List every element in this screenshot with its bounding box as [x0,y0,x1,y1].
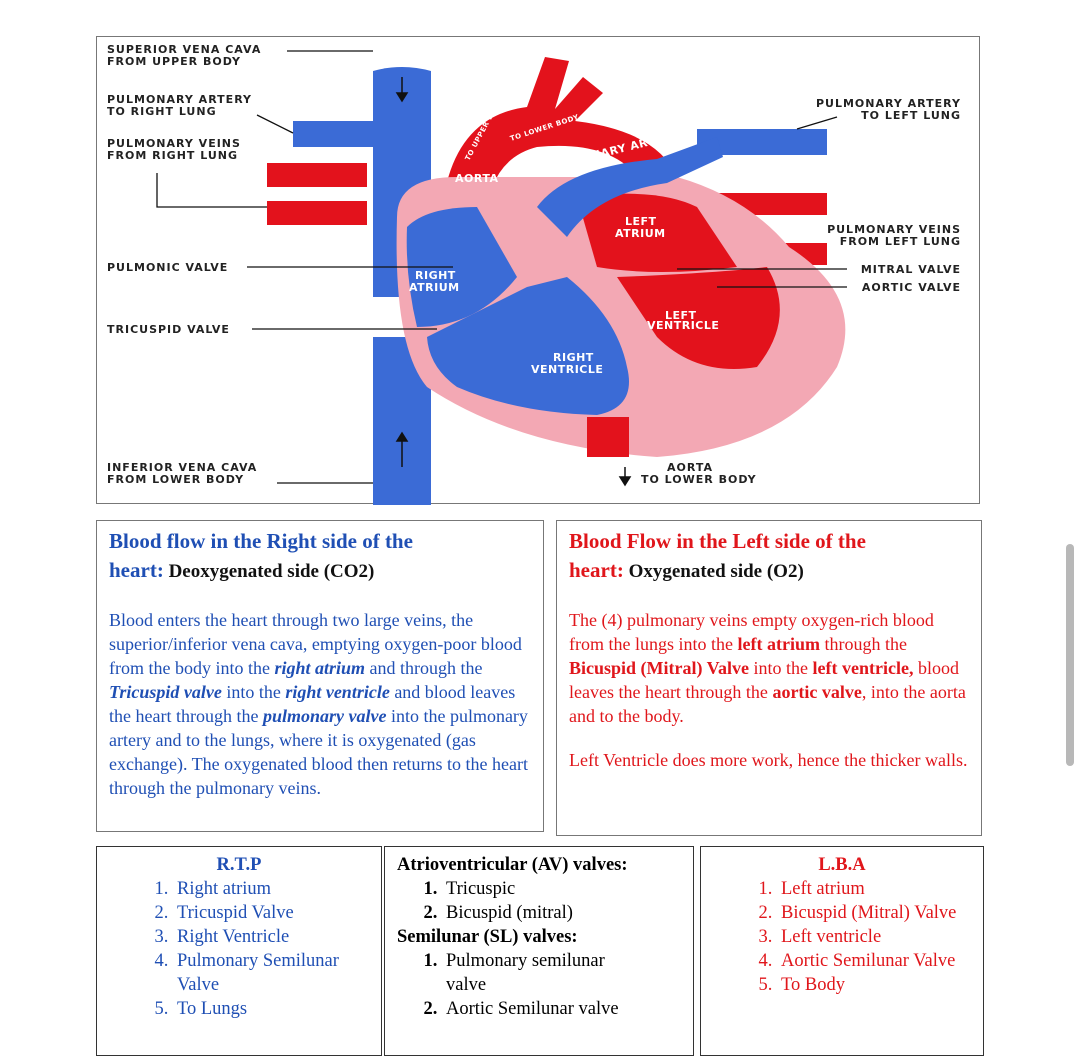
label-pa-left-2: TO LEFT LUNG [861,109,961,122]
label-pv-left-2: FROM LEFT LUNG [840,235,961,248]
right-side-section: Blood flow in the Right side of the hear… [96,520,544,832]
sl-valves-list: Pulmonary semilunar valve Aortic Semilun… [397,949,693,1021]
pulmonary-trunk [537,137,723,237]
label-left-ventricle-2: VENTRICLE [647,319,719,332]
left-side-subtitle-line: heart: Oxygenated side (O2) [569,558,804,582]
left-side-note: Left Ventricle does more work, hence the… [569,750,968,770]
label-tricuspid-valve: TRICUSPID VALVE [107,323,230,336]
right-atrium-chamber [406,207,517,327]
right-side-title: Blood flow in the Right side of the [109,529,413,553]
label-left-ventricle-1: LEFT [665,309,697,322]
label-pa-left-1: PULMONARY ARTERY [816,97,961,110]
left-side-title: Blood Flow in the Left side of the [569,529,866,553]
left-pulmonary-artery [697,129,827,155]
list-item: Tricuspid Valve [173,901,381,925]
inferior-vena-cava [373,337,431,505]
list-item: To Lungs [173,997,381,1021]
heart-diagram-svg: SUPERIOR VENA CAVA FROM UPPER BODY PULMO… [107,43,961,505]
label-ivc-1: INFERIOR VENA CAVA [107,461,257,474]
left-side-paragraph: The (4) pulmonary veins empty oxygen-ric… [569,610,966,726]
lba-title: L.B.A [818,855,866,875]
label-pv-right-1: PULMONARY VEINS [107,137,241,150]
leader-lines [156,50,847,484]
left-ventricle-chamber [617,267,780,369]
list-item: Left ventricle [777,925,983,949]
flow-arrows [395,77,632,487]
label-pv-left-1: PULMONARY VEINS [827,223,961,236]
scrollbar[interactable] [1066,544,1074,766]
left-atrium-chamber [577,193,737,272]
label-pv-right-2: FROM RIGHT LUNG [107,149,238,162]
label-right-ventricle-1: RIGHT [553,351,594,364]
list-item: Bicuspid (mitral) [442,901,693,925]
lba-list: Left atrium Bicuspid (Mitral) Valve Left… [701,877,983,997]
label-aorta: AORTA [455,172,499,185]
list-item: Right Ventricle [173,925,381,949]
label-pa-right-2: TO RIGHT LUNG [107,105,217,118]
list-item: Bicuspid (Mitral) Valve [777,901,983,925]
label-right-atrium-2: ATRIUM [409,281,460,294]
list-item: To Body [777,973,983,997]
list-item: Aortic Semilunar Valve [777,949,983,973]
list-item: Right atrium [173,877,381,901]
sl-valves-title: Semilunar (SL) valves: [397,927,578,947]
label-aorta-lower-2: TO LOWER BODY [641,473,757,486]
label-right-atrium-1: RIGHT [415,269,456,282]
left-side-section: Blood Flow in the Left side of the heart… [556,520,982,836]
label-right-ventricle-2: VENTRICLE [531,363,603,376]
label-pulmonic-valve: PULMONIC VALVE [107,261,228,274]
label-left-atrium-1: LEFT [625,215,657,228]
av-valves-list: Tricuspic Bicuspid (mitral) [397,877,693,925]
list-item: Left atrium [777,877,983,901]
list-item: Pulmonary semilunar valve [442,949,616,997]
descending-aorta [587,417,629,457]
rtp-list: Right atrium Tricuspid Valve Right Ventr… [97,877,381,1021]
label-left-atrium-2: ATRIUM [615,227,666,240]
list-item: Aortic Semilunar valve [442,997,693,1021]
right-side-paragraph: Blood enters the heart through two large… [109,610,529,798]
label-svc-2: FROM UPPER BODY [107,55,241,68]
right-pulmonary-artery [293,121,387,147]
valves-list-box: Atrioventricular (AV) valves: Tricuspic … [384,846,694,1056]
right-pulmonary-vein-upper [267,163,367,187]
lba-list-box: L.B.A Left atrium Bicuspid (Mitral) Valv… [700,846,984,1056]
label-mitral-valve: MITRAL VALVE [861,263,961,276]
heart-diagram: SUPERIOR VENA CAVA FROM UPPER BODY PULMO… [96,36,980,505]
rtp-title: R.T.P [216,855,262,875]
right-ventricle-chamber [427,277,629,415]
label-aorta-lower-1: AORTA [667,461,713,474]
label-svc-1: SUPERIOR VENA CAVA [107,43,261,56]
label-ivc-2: FROM LOWER BODY [107,473,244,486]
right-side-subtitle-line: heart: Deoxygenated side (CO2) [109,558,375,582]
label-aortic-valve: AORTIC VALVE [862,281,961,294]
av-valves-title: Atrioventricular (AV) valves: [397,855,628,875]
list-item: Pulmonary Semilunar Valve [173,949,381,997]
right-pulmonary-vein-lower [267,201,367,225]
aorta-arch [441,57,677,223]
list-item: Tricuspic [442,877,693,901]
rtp-list-box: R.T.P Right atrium Tricuspid Valve Right… [96,846,382,1056]
label-pa-right-1: PULMONARY ARTERY [107,93,252,106]
